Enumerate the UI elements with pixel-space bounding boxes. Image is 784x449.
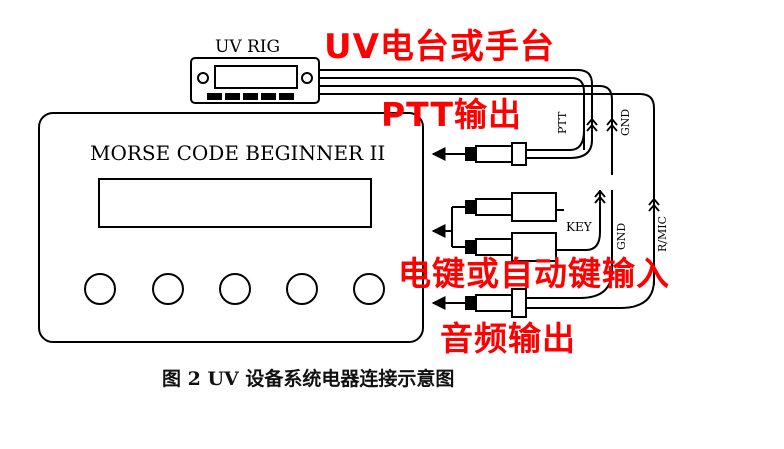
knob-3 bbox=[219, 273, 251, 305]
morse-device: MORSE CODE BEGINNER II bbox=[38, 112, 424, 343]
knob-2 bbox=[152, 273, 184, 305]
audio-plug bbox=[431, 190, 655, 318]
lcd-display bbox=[98, 178, 372, 228]
chevrons bbox=[586, 117, 660, 212]
uv-rig-box bbox=[190, 57, 320, 104]
gnd-bottom-label: GND bbox=[615, 223, 628, 250]
uv-station-annotation: UV电台或手台 bbox=[324, 27, 555, 67]
gnd-top-label: GND bbox=[619, 109, 632, 136]
ptt-output-annotation: PTT输出 bbox=[381, 95, 522, 134]
key-input-annotation: 电键或自动键输入 bbox=[398, 254, 670, 293]
ptt-plug bbox=[431, 129, 593, 166]
ptt-wire-label: PTT bbox=[556, 111, 569, 134]
audio-output-annotation: 音频输出 bbox=[440, 319, 576, 358]
key-plugs bbox=[431, 190, 601, 262]
knob-5 bbox=[353, 273, 385, 305]
knob-1 bbox=[84, 273, 116, 305]
device-title: MORSE CODE BEGINNER II bbox=[90, 141, 385, 165]
knob-4 bbox=[286, 273, 318, 305]
figure-caption: 图 2 UV 设备系统电器连接示意图 bbox=[162, 368, 455, 390]
rig-label: UV RIG bbox=[215, 37, 280, 57]
audio-wire-label: R/MIC bbox=[656, 216, 669, 252]
key-wire-label: KEY bbox=[566, 220, 593, 234]
